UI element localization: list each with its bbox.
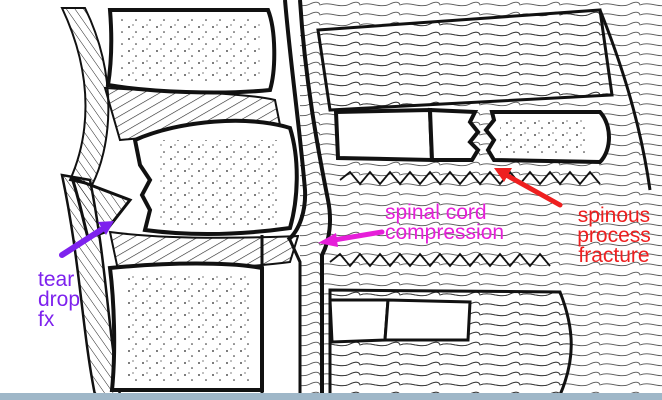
label-spinal-cord-compression: spinal cord compression — [385, 201, 505, 244]
label-tear-drop-fx: tear drop fx — [38, 268, 81, 331]
spinous-texture — [500, 118, 590, 156]
spinous-proximal — [427, 107, 481, 162]
posterior-margin — [598, 9, 652, 191]
anterior-ligament-upper — [60, 7, 110, 187]
ligament-zigzag-lower — [329, 252, 551, 268]
lower-body-texture — [125, 276, 250, 381]
ligament-zigzag-upper — [339, 170, 601, 186]
canal-lower-inner — [288, 239, 302, 395]
arrow-tear-drop — [59, 221, 114, 258]
label-spinous-process-fracture: spinous process fracture — [577, 204, 651, 267]
lamina-segment — [333, 107, 435, 163]
lower-lamina — [328, 298, 390, 344]
arrow-spinal-cord — [318, 229, 385, 247]
canal-wall-anterior — [283, 0, 308, 242]
arrow-spinous — [494, 168, 563, 208]
upper-posterior-element — [316, 8, 614, 112]
middle-body-texture — [160, 140, 280, 225]
upper-body-texture — [120, 18, 260, 84]
lower-spinous — [383, 298, 472, 342]
frame-bottom-bar — [0, 393, 662, 400]
tear-drop-fragment — [69, 175, 133, 240]
